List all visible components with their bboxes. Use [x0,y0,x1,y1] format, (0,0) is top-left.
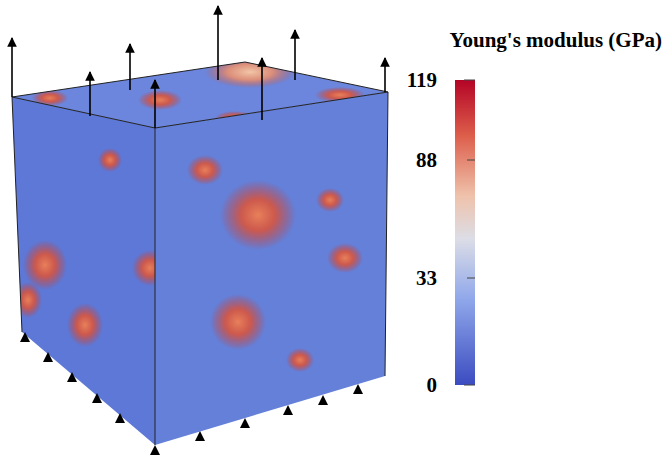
color-bar [455,80,475,385]
tick-label: 88 [416,150,437,171]
colorbar-title: Young's modulus (GPa) [450,30,662,51]
tick-label: 119 [407,70,437,91]
tick-label: 0 [427,375,438,396]
tick-label: 33 [416,268,437,289]
